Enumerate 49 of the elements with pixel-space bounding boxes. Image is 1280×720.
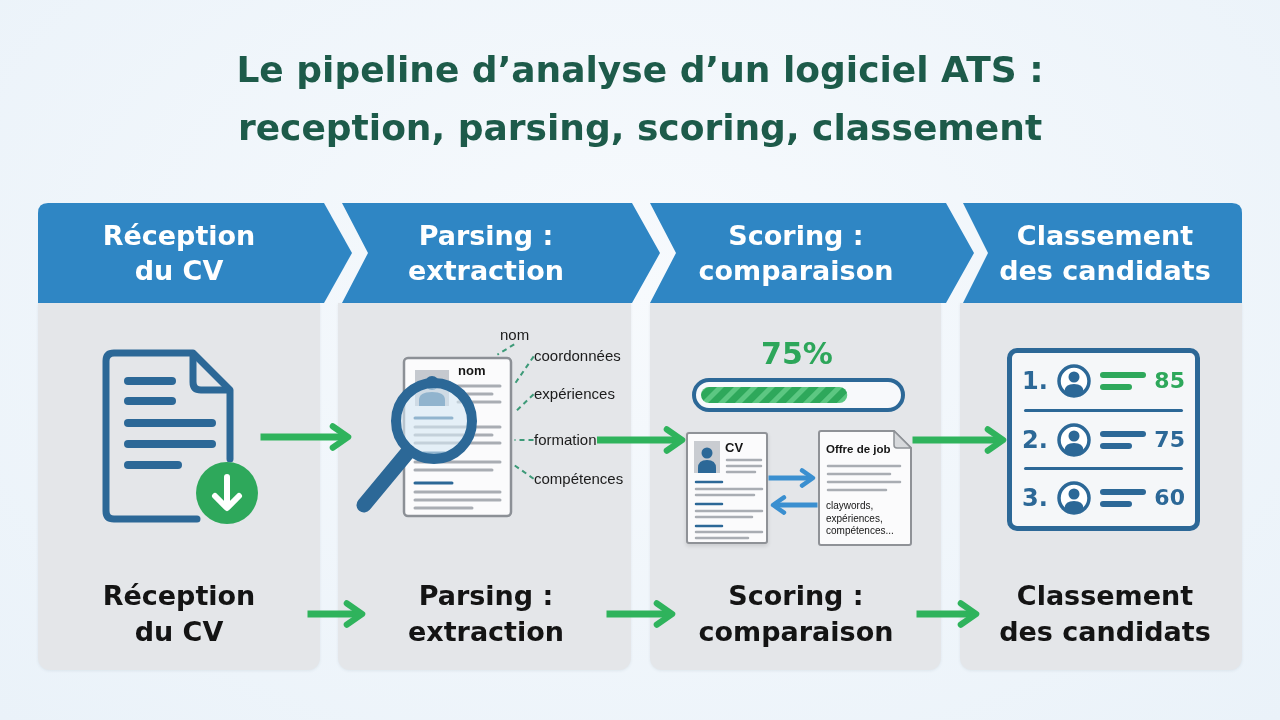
arrow [260,423,352,451]
stage-header [342,203,660,303]
stage-label: Parsing : extraction [366,578,606,650]
score: 60 [1154,485,1185,512]
arrow [606,600,676,628]
rank-number: 2. [1022,425,1048,454]
stage-label: Scoring : comparaison [676,578,916,650]
document-download-illustration [100,347,260,527]
leader-line [513,464,535,480]
resume-heading: nom [458,363,486,378]
field-label: nom [500,326,530,344]
leader-line [513,439,535,441]
stage-title: Réception du CV [101,219,257,288]
arrow [597,426,686,454]
stage-header [38,203,352,303]
score: 85 [1154,367,1185,394]
rank-number: 1. [1022,366,1048,395]
stage-panel [650,303,941,670]
resume-document [686,432,768,544]
arrow [916,600,980,628]
leader-line [513,393,535,414]
title: Le pipeline d’analyse d’un logiciel ATS : reception, parsing, scoring, classement [235,48,1045,150]
field-label: expériences [534,385,615,403]
arrow [770,495,818,515]
stage-header [650,203,974,303]
stage-panel [338,303,631,670]
arrow [912,426,1007,454]
rank-number: 3. [1022,484,1048,513]
arrow [307,600,366,628]
stage-panel [38,303,320,670]
keyword-list: claywords, expériences, compétences... [826,500,906,538]
field-label: coordonnées [534,347,621,365]
document-title: Offre de job [826,442,891,456]
score: 75 [1154,426,1185,453]
field-label: formation [534,431,597,449]
field-label: compétences [534,470,624,488]
stage-header [963,203,1242,303]
stage-label: Réception du CV [51,578,307,650]
stage-title: Parsing : extraction [406,219,566,288]
score-percentage: 75% [760,336,834,372]
stage-title: Classement des candidats [998,219,1212,288]
stage-panel [960,303,1242,670]
leader-line [496,343,516,356]
stage-title: Scoring : comparaison [697,219,895,288]
arrow [768,468,816,488]
ranking-card [1007,348,1200,531]
document-title: CV [725,440,744,455]
stage-label: Classement des candidats [980,578,1230,650]
leader-line [513,355,535,386]
